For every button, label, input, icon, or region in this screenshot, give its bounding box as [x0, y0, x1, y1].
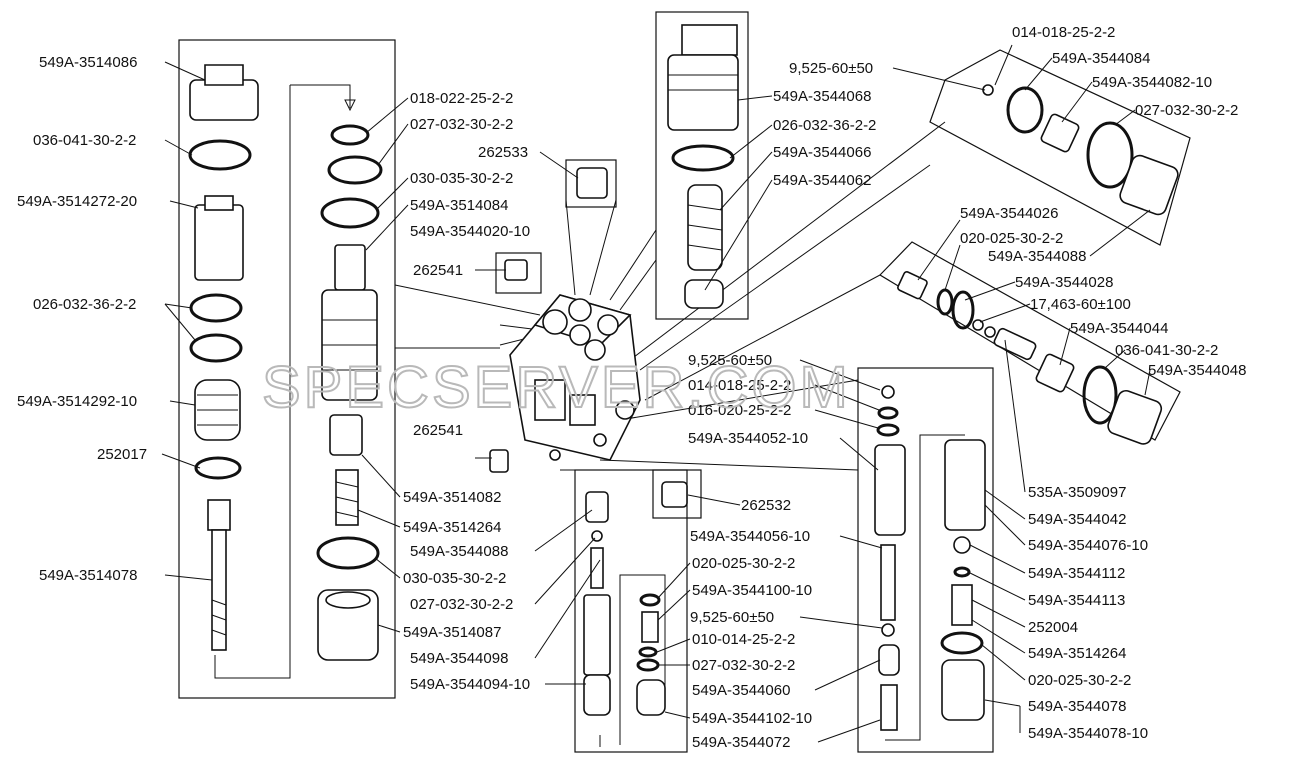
left-flow-line: [214, 85, 291, 679]
label-549a-3514082: 549A-3514082: [403, 489, 501, 506]
label-030-035-30-2-2-bottom: 030-035-30-2-2: [403, 570, 506, 587]
label-014-018-25-2-2-mid: 014-018-25-2-2: [688, 377, 791, 394]
left-flow-line-top: [290, 84, 351, 108]
top-center-frame: [655, 11, 749, 320]
label-016-020-25-2-2: 016-020-25-2-2: [688, 402, 791, 419]
label-020-025-30-2-2-bottom: 020-025-30-2-2: [692, 555, 795, 572]
middle-right-parts: [897, 271, 1163, 445]
label-535a-3509097: 535A-3509097: [1028, 484, 1126, 501]
label-549a-3544098: 549A-3544098: [410, 650, 508, 667]
label-262541-top: 262541: [413, 262, 463, 279]
label-549a-3514086: 549A-3514086: [39, 54, 137, 71]
label-027-032-30-2-2-top: 027-032-30-2-2: [1135, 102, 1238, 119]
bottom-center-frame: [574, 469, 688, 753]
label-549a-3544060: 549A-3544060: [692, 682, 790, 699]
label-014-018-25-2-2-top: 014-018-25-2-2: [1012, 24, 1115, 41]
label-549a-3514078: 549A-3514078: [39, 567, 137, 584]
label-549a-3544082-10: 549A-3544082-10: [1092, 74, 1212, 91]
label-020-025-30-2-2-mid: 020-025-30-2-2: [960, 230, 1063, 247]
label-262541-bottom: 262541: [413, 422, 463, 439]
label-549a-3544048: 549A-3544048: [1148, 362, 1246, 379]
label-036-041-30-2-2: 036-041-30-2-2: [33, 132, 136, 149]
label-026-032-36-2-2: 026-032-36-2-2: [33, 296, 136, 313]
label-17463: 17,463-60±100: [1030, 296, 1131, 313]
top-right-frame: [929, 49, 1191, 246]
label-549a-3544052-10: 549A-3544052-10: [688, 430, 808, 447]
label-549a-3544072: 549A-3544072: [692, 734, 790, 751]
label-549a-3544042: 549A-3544042: [1028, 511, 1126, 528]
label-549a-3544113: 549A-3544113: [1028, 592, 1125, 609]
label-549a-3544062: 549A-3544062: [773, 172, 871, 189]
plug-262533-frame: [565, 159, 617, 208]
label-549a-3544076-10: 549A-3544076-10: [1028, 537, 1148, 554]
plug-262541-frame: [495, 252, 542, 294]
label-549a-3544084: 549A-3544084: [1052, 50, 1150, 67]
label-262532: 262532: [741, 497, 791, 514]
label-549a-3544044: 549A-3544044: [1070, 320, 1168, 337]
label-549a-3544094-10: 549A-3544094-10: [410, 676, 530, 693]
label-549a-3544112: 549A-3544112: [1028, 565, 1125, 582]
bottom-right-frame: [857, 367, 994, 753]
label-018-022-25-2-2: 018-022-25-2-2: [410, 90, 513, 107]
top-center-parts: [489, 24, 739, 508]
label-549a-3544028: 549A-3544028: [1015, 274, 1113, 291]
label-549a-3544102-10: 549A-3544102-10: [692, 710, 812, 727]
bottom-flow-line: [619, 574, 666, 745]
label-549a-3514264-right: 549A-3514264: [1028, 645, 1126, 662]
label-549a-3544056-10: 549A-3544056-10: [690, 528, 810, 545]
label-549a-3514264-left: 549A-3514264: [403, 519, 501, 536]
bottom-right-parts: [874, 385, 986, 731]
label-027-032-30-2-2-lower: 027-032-30-2-2: [692, 657, 795, 674]
label-020-025-30-2-2-right: 020-025-30-2-2: [1028, 672, 1131, 689]
label-549a-3544100-10: 549A-3544100-10: [692, 582, 812, 599]
label-ball-9525-top: 9,525-60±50: [789, 60, 873, 77]
label-026-032-36-2-2-right: 026-032-36-2-2: [773, 117, 876, 134]
label-549a-3514292-10: 549A-3514292-10: [17, 393, 137, 410]
right-flow-line: [885, 434, 965, 741]
label-010-014-25-2-2: 010-014-25-2-2: [692, 631, 795, 648]
part-labels: 549A-3514086 036-041-30-2-2 549A-3514272…: [17, 24, 1246, 751]
label-027-032-30-2-2: 027-032-30-2-2: [410, 116, 513, 133]
label-549a-3514084: 549A-3514084: [410, 197, 508, 214]
label-549a-3514272-20: 549A-3514272-20: [17, 193, 137, 210]
label-030-035-30-2-2: 030-035-30-2-2: [410, 170, 513, 187]
label-549a-3544078: 549A-3544078: [1028, 698, 1126, 715]
valve-body: [509, 294, 641, 461]
label-036-041-30-2-2-right: 036-041-30-2-2: [1115, 342, 1218, 359]
connector-lines: [394, 121, 946, 471]
label-549a-3544088-top: 549A-3544088: [988, 248, 1086, 265]
label-549a-3544020-10: 549A-3544020-10: [410, 223, 530, 240]
plug-262532-frame: [652, 469, 702, 519]
label-252017: 252017: [97, 446, 147, 463]
bottom-center-parts: [583, 491, 666, 716]
label-549a-3544066: 549A-3544066: [773, 144, 871, 161]
label-549a-3544088-bottom: 549A-3544088: [410, 543, 508, 560]
watermark-text: SPECSERVER.COM: [262, 355, 851, 420]
label-262533: 262533: [478, 144, 528, 161]
label-ball-9525-mid: 9,525-60±50: [688, 352, 772, 369]
label-549a-3544068: 549A-3544068: [773, 88, 871, 105]
left-flow-arrow: [344, 99, 356, 112]
label-252004: 252004: [1028, 619, 1078, 636]
leader-lines: [161, 44, 1151, 743]
left-parts: [188, 64, 383, 661]
top-right-parts: [982, 84, 1179, 216]
label-549a-3544026: 549A-3544026: [960, 205, 1058, 222]
label-ball-9525-bottom: 9,525-60±50: [690, 609, 774, 626]
label-027-032-30-2-2-bottom: 027-032-30-2-2: [410, 596, 513, 613]
label-549a-3544078-10: 549A-3544078-10: [1028, 725, 1148, 742]
label-549a-3514087: 549A-3514087: [403, 624, 501, 641]
